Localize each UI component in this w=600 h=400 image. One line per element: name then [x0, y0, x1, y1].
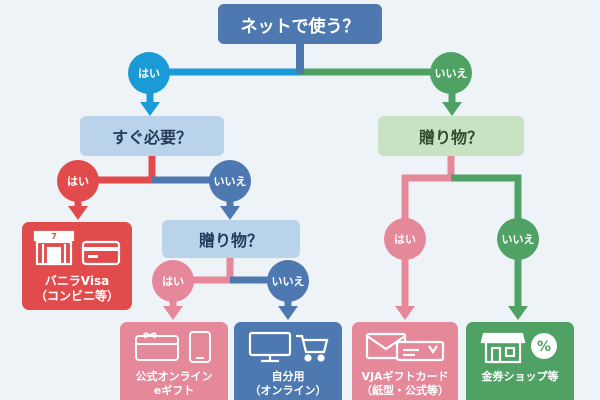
outcome-egift-line2: eギフト [153, 383, 195, 397]
badge-root-no: いいえ [430, 52, 472, 94]
question-root-text: ネットで使う？ [240, 16, 360, 37]
ticket-shop-icons: % [480, 332, 557, 364]
arrow-right-no [508, 306, 528, 320]
question-gift-right: 贈り物？ [378, 116, 524, 156]
question-gift-right-text: 贈り物？ [418, 128, 483, 147]
gift-card-icon [135, 332, 179, 361]
connector-right-no [451, 174, 522, 308]
badge-right-yes: はい [384, 218, 426, 260]
percent-badge-icon: % [531, 333, 557, 359]
badge-urgent-yes-text: はい [67, 175, 89, 188]
connector-root-stem [296, 44, 304, 74]
question-gift-left-text: 贈り物？ [198, 231, 263, 250]
badge-urgent-yes: はい [57, 160, 99, 202]
arrow-root-no [442, 102, 462, 116]
gift-voucher-icon [395, 340, 445, 362]
badge-mid-no: いいえ [267, 260, 309, 302]
arrow-mid-no [278, 306, 298, 320]
question-root: ネットで使う？ [218, 4, 382, 44]
vanilla-icons: 7 [33, 230, 121, 266]
convenience-store-icon [33, 230, 75, 266]
question-urgent-text: すぐ必要？ [111, 128, 192, 147]
egift-icons [135, 331, 211, 363]
vja-icons [365, 332, 445, 362]
question-gift-left: 贈り物？ [162, 220, 300, 258]
outcome-vanilla-line2: （コンビニ等） [34, 289, 119, 303]
self-use-icons [248, 331, 329, 363]
smartphone-icon [189, 331, 211, 363]
outcome-self-use: 自分用 （オンライン） [234, 322, 342, 400]
outcome-vanilla-visa: 7 バニラVisa （コンビニ等） [22, 222, 132, 310]
shop-icon [480, 332, 526, 364]
outcome-ticket-shop-line1: 金券ショップ等 [481, 370, 559, 383]
outcome-vja-line1: VJAギフトカード [361, 370, 449, 383]
badge-urgent-no-text: いいえ [213, 175, 247, 188]
badge-mid-yes-text: はい [162, 275, 184, 288]
badge-root-yes: はい [128, 52, 170, 94]
svg-text:7: 7 [51, 232, 57, 241]
question-urgent: すぐ必要？ [80, 116, 224, 156]
arrow-right-yes [395, 306, 415, 320]
arrow-urgent-yes [68, 206, 88, 220]
badge-right-no-text: いいえ [501, 233, 535, 246]
badge-root-no-text: いいえ [434, 67, 468, 80]
badge-right-no: いいえ [497, 218, 539, 260]
badge-right-yes-text: はい [394, 233, 416, 246]
outcome-official-egift: 公式オンライン eギフト [120, 322, 228, 400]
arrow-mid-yes [163, 306, 183, 320]
outcome-ticket-shop: % 金券ショップ等 [466, 322, 574, 400]
outcome-egift-line1: 公式オンライン [135, 370, 213, 383]
svg-text:%: % [537, 339, 551, 355]
badge-root-yes-text: はい [138, 67, 160, 80]
outcome-vja-gift-card: VJAギフトカード （紙型・公式等） [352, 322, 458, 400]
arrow-urgent-no [220, 206, 240, 220]
badge-urgent-no: いいえ [209, 160, 251, 202]
credit-card-icon [81, 240, 121, 266]
shopping-cart-icon [296, 334, 329, 362]
outcome-self-use-line1: 自分用 [271, 370, 305, 383]
badge-mid-yes: はい [152, 260, 194, 302]
outcome-vanilla-line1: バニラVisa [44, 274, 110, 288]
outcome-self-use-line2: （オンライン） [249, 383, 327, 397]
connector-root-yes [146, 44, 304, 104]
arrow-root-yes [140, 102, 160, 116]
badge-mid-no-text: いいえ [271, 275, 305, 288]
monitor-icon [248, 331, 292, 363]
outcome-vja-line2: （紙型・公式等） [361, 383, 449, 397]
connector-root-no [300, 68, 456, 104]
